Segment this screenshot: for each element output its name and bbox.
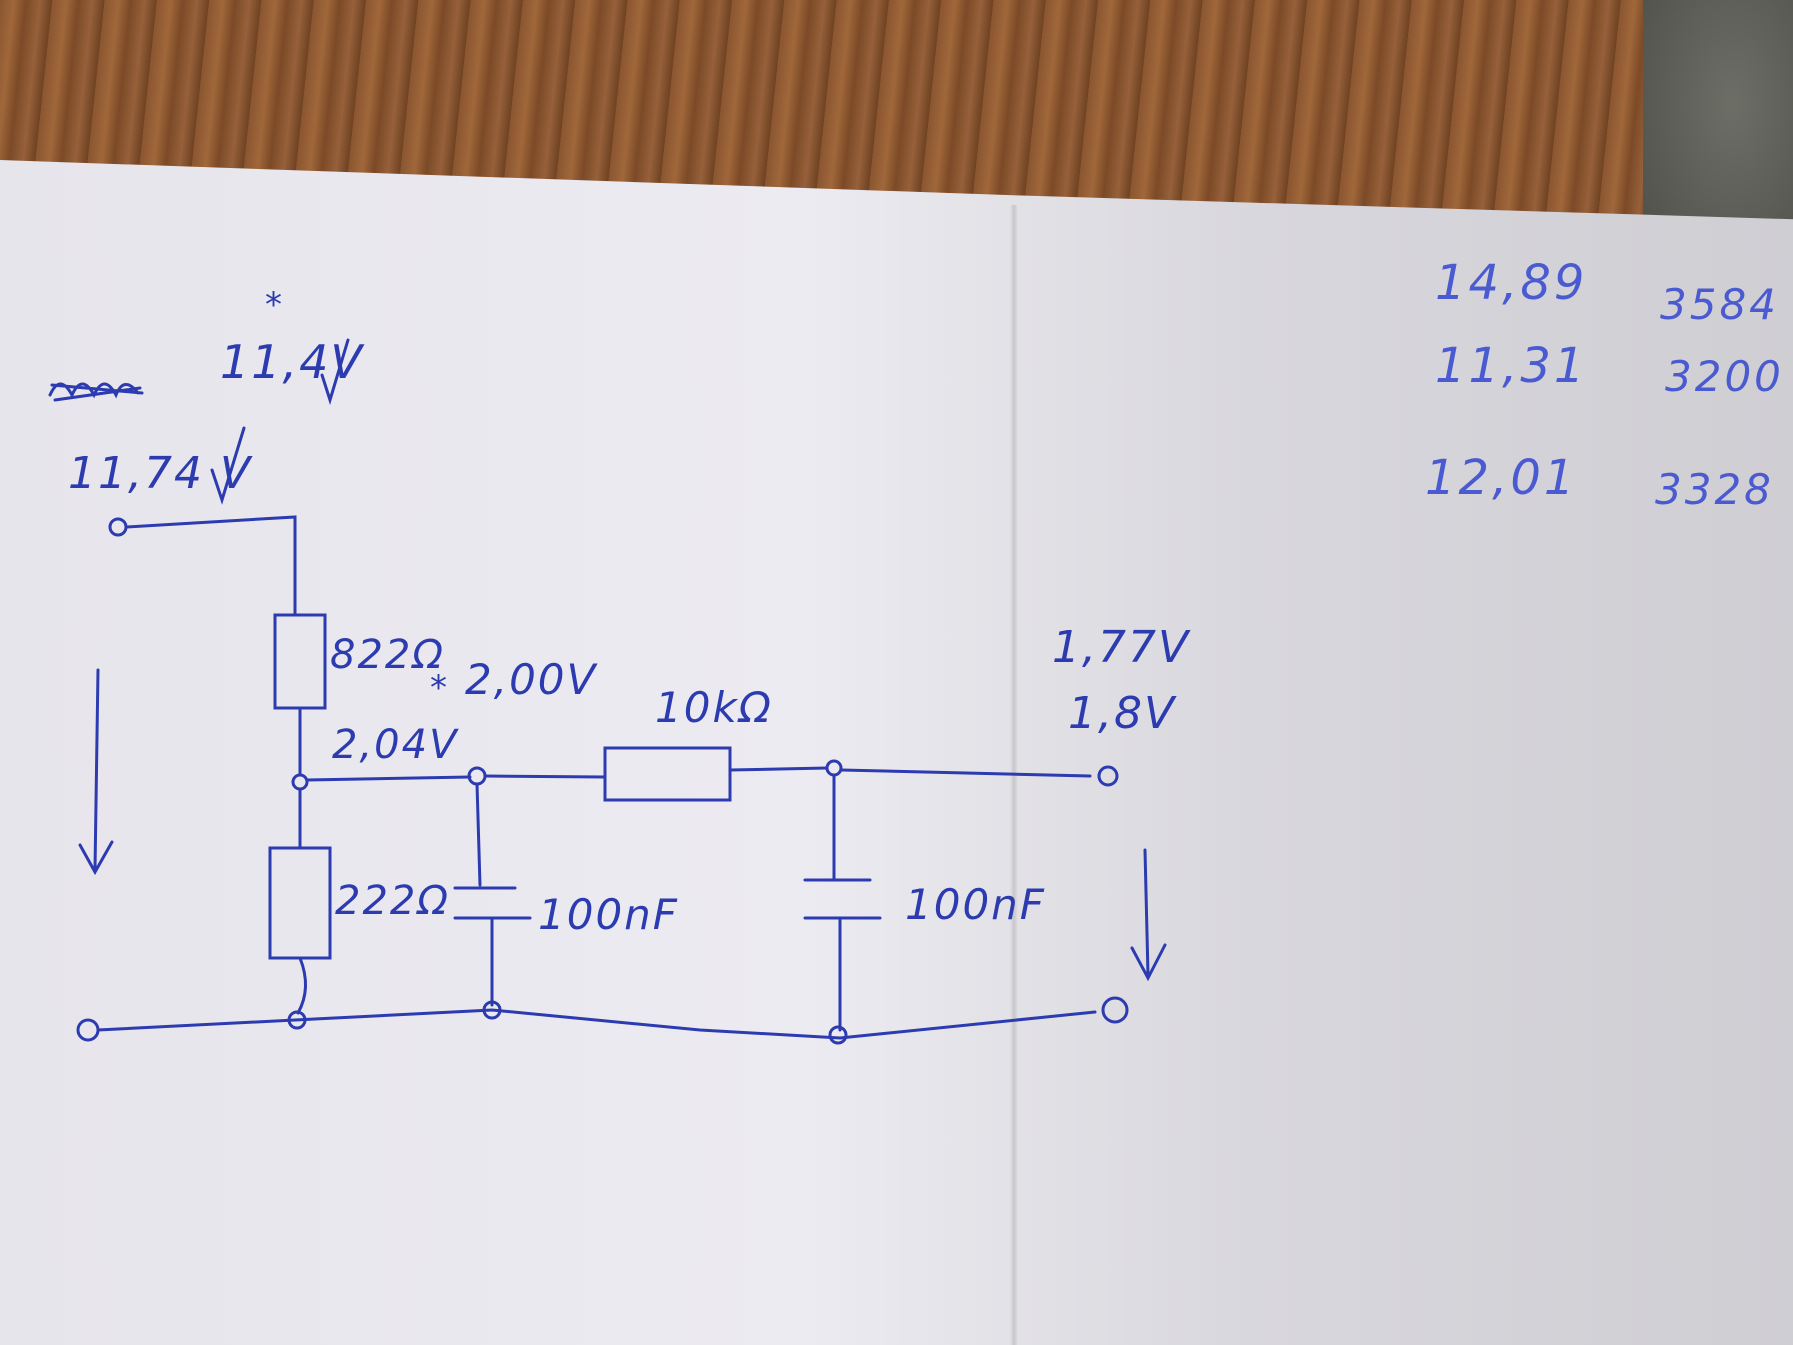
output-voltage-arrow-icon bbox=[1130, 848, 1167, 982]
star-mark: * bbox=[265, 285, 284, 325]
capacitor-1-label: 100nF bbox=[538, 890, 679, 939]
wire-node-horizontal bbox=[305, 775, 472, 782]
wire-bottom-res-to-ground bbox=[296, 956, 307, 1015]
resistor-series-symbol bbox=[603, 746, 732, 802]
check-mark-icon bbox=[210, 426, 246, 505]
capacitor-1-symbol bbox=[453, 886, 532, 920]
output-terminal-bottom bbox=[1101, 996, 1129, 1024]
resistor-series-label: 10kΩ bbox=[655, 683, 773, 732]
input-voltage-arrow-icon bbox=[78, 668, 114, 876]
input-voltage-starred-label: 11,4V bbox=[220, 335, 364, 389]
resistor-top-label: 822Ω bbox=[330, 632, 445, 678]
ground-wire bbox=[96, 1008, 1097, 1040]
input-voltage-label: 11,74 V bbox=[68, 448, 253, 499]
note-value: 3328 bbox=[1655, 465, 1774, 514]
note-value: 3200 bbox=[1665, 352, 1784, 401]
note-value: 12,01 bbox=[1425, 450, 1578, 506]
resistor-bottom-label: 222Ω bbox=[335, 878, 450, 924]
output-voltage-label: 1,8V bbox=[1068, 688, 1177, 739]
node-voltage-label: 2,04V bbox=[332, 722, 459, 768]
node-dot bbox=[825, 759, 843, 777]
capacitor-2-label: 100nF bbox=[905, 880, 1046, 929]
note-value: 3584 bbox=[1660, 280, 1779, 329]
node-dot bbox=[482, 1000, 502, 1020]
note-value: 14,89 bbox=[1435, 255, 1588, 311]
capacitor-2-symbol bbox=[803, 878, 882, 920]
input-terminal-bottom bbox=[76, 1018, 100, 1042]
output-terminal-top bbox=[1097, 765, 1119, 787]
wire-input-top bbox=[124, 515, 297, 617]
resistor-top-symbol bbox=[273, 613, 327, 710]
node-dot bbox=[291, 773, 309, 791]
star-mark: * bbox=[430, 668, 449, 708]
wire-series-to-node2 bbox=[728, 766, 829, 772]
node-dot bbox=[467, 766, 487, 786]
check-mark-icon bbox=[320, 338, 350, 406]
node-voltage-starred-label: 2,00V bbox=[465, 655, 598, 704]
resistor-bottom-symbol bbox=[268, 846, 332, 960]
note-value: 11,31 bbox=[1435, 338, 1588, 394]
wire-to-series-res bbox=[483, 774, 607, 779]
wire-to-output bbox=[839, 768, 1092, 778]
node-dot bbox=[287, 1010, 307, 1030]
node-dot bbox=[828, 1025, 848, 1045]
input-terminal-top bbox=[108, 517, 128, 537]
crossed-out-scribble bbox=[48, 382, 144, 402]
output-voltage-starred-label: 1,77V bbox=[1052, 622, 1191, 673]
wire-cap1-top bbox=[475, 782, 482, 887]
